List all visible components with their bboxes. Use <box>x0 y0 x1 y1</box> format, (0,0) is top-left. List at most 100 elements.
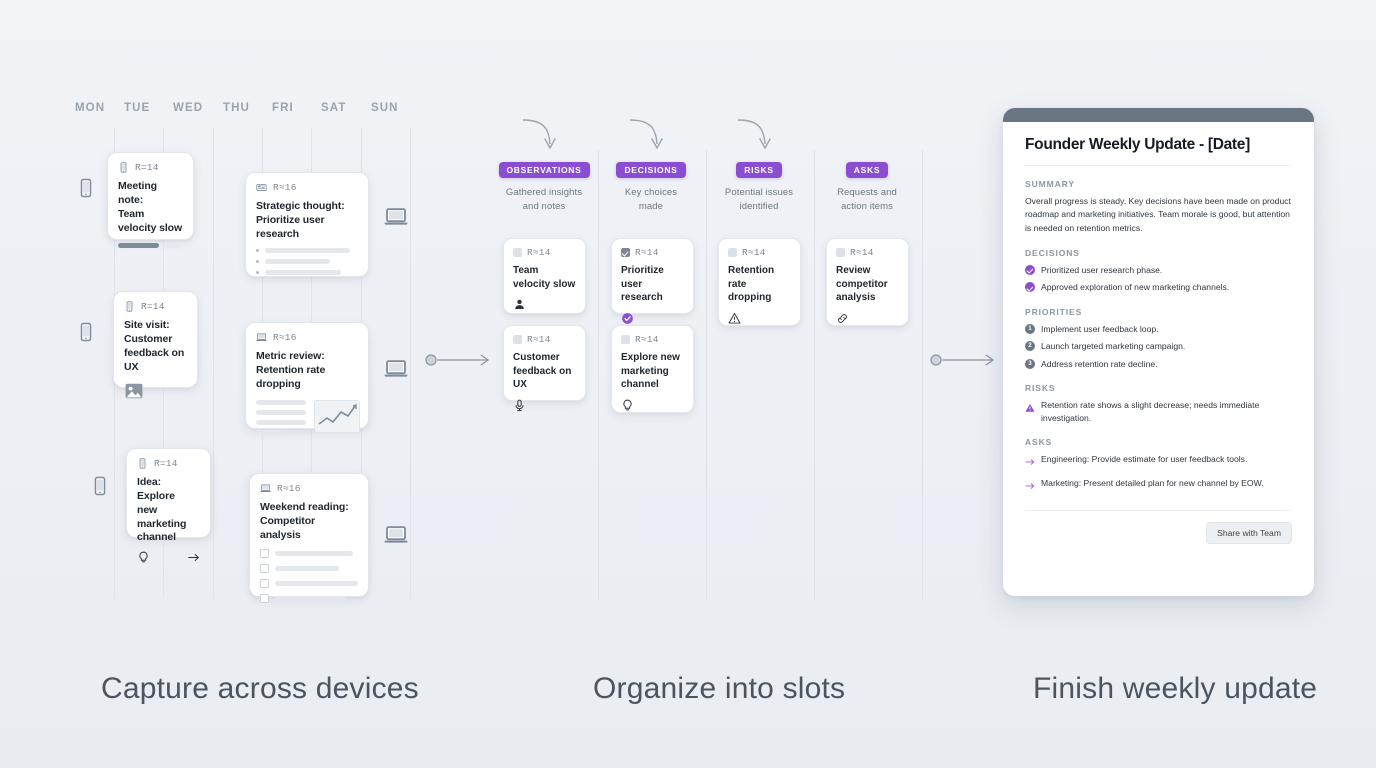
slot-badge[interactable]: DECISIONS <box>616 162 686 178</box>
capture-card-header: R≈16 <box>256 182 358 193</box>
arrow-right-icon-wrap[interactable] <box>187 551 200 569</box>
ask-item: Engineering: Provide estimate for user f… <box>1025 453 1292 472</box>
check-circle-icon <box>1025 282 1035 293</box>
slot-badge[interactable]: ASKS <box>845 162 889 178</box>
phone-icon <box>120 162 127 173</box>
device-rail-phone-0 <box>76 178 96 203</box>
checkbox[interactable] <box>260 593 269 603</box>
slot-card-header: R≈14 <box>621 334 684 345</box>
person-icon <box>515 299 524 310</box>
asks-heading: ASKS <box>1025 437 1053 448</box>
slot-card-title: Explore new marketing channel <box>621 352 680 390</box>
link-icon <box>838 313 847 323</box>
checkbox[interactable] <box>260 548 269 558</box>
share-with-team-button[interactable]: Share with Team <box>1206 522 1292 545</box>
image-icon <box>125 384 143 399</box>
resolution-label: R≈14 <box>742 247 766 258</box>
slot-card-checkbox[interactable] <box>621 335 630 344</box>
resolution-label: R≈16 <box>273 332 297 343</box>
capture-card-title: Site visit:Customer feedback on UX <box>124 319 187 374</box>
checkbox[interactable] <box>260 578 269 588</box>
slot-card-checkbox[interactable] <box>836 248 845 257</box>
resolution-label: R=14 <box>154 458 178 469</box>
check-circle-icon <box>1025 264 1035 275</box>
capture-card-title-line: Customer feedback on UX <box>124 332 185 373</box>
day-label-thu: THU <box>223 102 250 114</box>
slot-inflow-arrow <box>629 119 663 149</box>
day-label-sun: SUN <box>371 102 399 114</box>
day-label-wed: WED <box>173 102 204 114</box>
panel-footer: Share with Team <box>1025 510 1292 545</box>
chart-thumbnail <box>314 399 360 433</box>
resolution-label: R≈16 <box>273 182 297 193</box>
day-gridline <box>410 128 411 598</box>
priority-number-badge: 3 <box>1025 358 1035 369</box>
phone-icon <box>126 301 133 312</box>
slot-separator <box>598 150 599 600</box>
resolution-label: R≈14 <box>635 334 659 345</box>
phone-icon <box>80 178 92 198</box>
day-label-sat: SAT <box>321 102 347 114</box>
resolution-label: R≈14 <box>850 247 874 258</box>
laptop-icon <box>384 208 408 225</box>
resolution-label: R=14 <box>135 162 159 173</box>
priority-number-badge: 2 <box>1025 341 1035 352</box>
checkbox[interactable] <box>260 563 269 573</box>
capture-card-header: R=14 <box>118 162 183 173</box>
checklist <box>260 548 358 603</box>
capture-card-title: Weekend reading:Competitor analysis <box>260 501 358 543</box>
slot-card-icon-wrap <box>728 312 791 330</box>
weekly-update-panel: Founder Weekly Update - [Date] SUMMARY O… <box>1003 108 1314 596</box>
slot-card-checkbox[interactable] <box>513 248 522 257</box>
slot-badge[interactable]: RISKS <box>736 162 782 178</box>
bulb-icon <box>139 551 148 563</box>
slot-card-checkbox[interactable] <box>513 335 522 344</box>
device-rail-laptop-2 <box>384 523 408 552</box>
day-label-fri: FRI <box>272 102 294 114</box>
connector-arrow-1 <box>425 354 490 366</box>
risk-text: Retention rate shows a slight decrease; … <box>1041 400 1260 423</box>
slot-card-title: Team velocity slow <box>513 265 576 290</box>
arrow-right-icon <box>188 554 199 562</box>
slot-card-checkbox[interactable] <box>621 248 630 257</box>
slot-badge[interactable]: OBSERVATIONS <box>498 162 590 178</box>
microphone-icon <box>515 399 524 411</box>
bulb-icon-wrap <box>137 551 150 569</box>
decision-item: Approved exploration of new marketing ch… <box>1025 281 1292 293</box>
risks-list: Retention rate shows a slight decrease; … <box>1025 399 1292 424</box>
capture-card-title-line: Metric review: <box>256 350 325 362</box>
bullet-dot <box>256 270 259 274</box>
slot-card-title: Customer feedback on UX <box>513 352 572 390</box>
slot-card-checkbox[interactable] <box>728 248 737 257</box>
decision-text: Approved exploration of new marketing ch… <box>1041 282 1230 293</box>
page-title: Founder Weekly Update - [Date] <box>1025 136 1292 166</box>
laptop-icon <box>256 333 267 342</box>
summary-heading: SUMMARY <box>1025 179 1075 189</box>
capture-card-title-line: Strategic thought: <box>256 200 345 212</box>
slot-card-header: R≈14 <box>513 334 576 345</box>
decisions-list: Prioritized user research phase.Approved… <box>1025 264 1292 294</box>
priority-text: Implement user feedback loop. <box>1041 323 1159 334</box>
bullet-list <box>256 247 358 275</box>
